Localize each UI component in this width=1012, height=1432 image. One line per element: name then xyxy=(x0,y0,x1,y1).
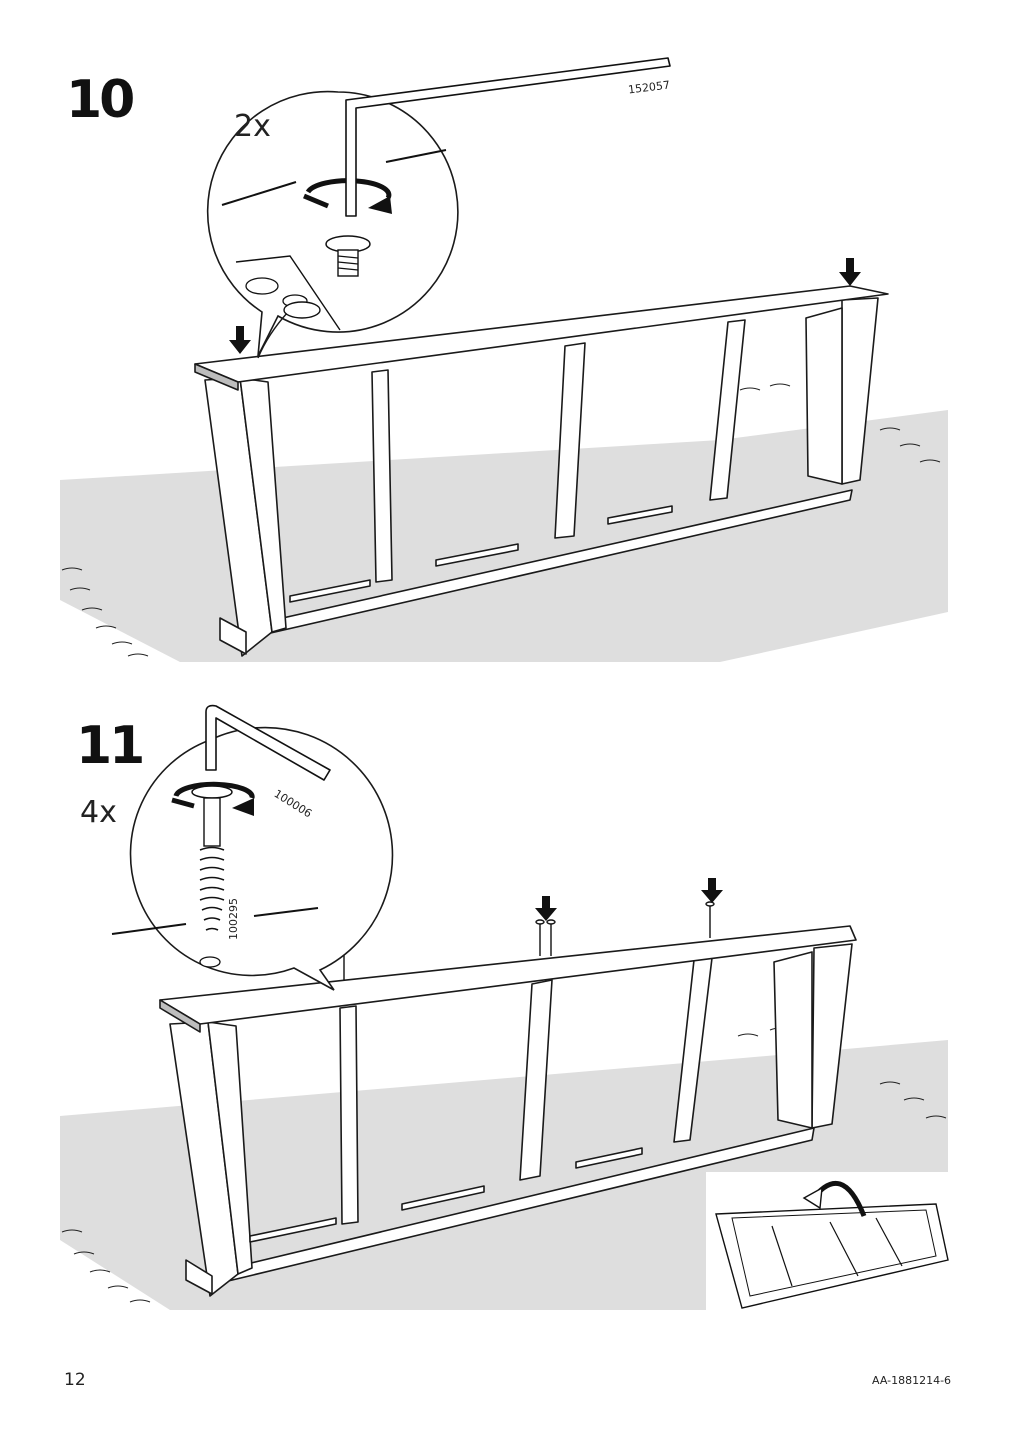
step11-flip-inset xyxy=(706,1172,949,1310)
step10-detail-bubble xyxy=(206,90,459,359)
step-11-screw-code: 100295 xyxy=(227,898,240,940)
step-11-number: 11 xyxy=(76,716,145,776)
step11-detail-bubble xyxy=(111,726,394,991)
step10-frame xyxy=(194,285,889,657)
step11-allen-key xyxy=(205,704,331,781)
document-id: AA-1881214-6 xyxy=(872,1374,952,1387)
step11-floor-rug xyxy=(60,1027,948,1310)
step11-frame xyxy=(159,925,857,1297)
step-11-quantity: 4x xyxy=(80,795,117,830)
page-number: 12 xyxy=(64,1370,86,1390)
step-10-number: 10 xyxy=(66,70,135,130)
step10-down-arrows xyxy=(229,258,861,354)
step-10-quantity: 2x xyxy=(234,109,271,144)
step10-allen-key xyxy=(345,57,671,217)
